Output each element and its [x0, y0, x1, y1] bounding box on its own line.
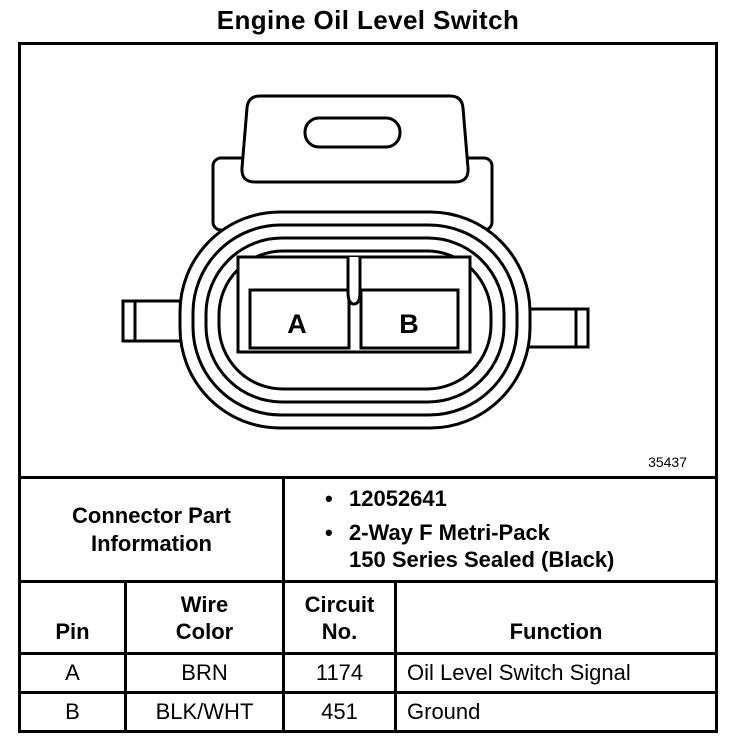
pin-a-box: [248, 288, 351, 350]
header-wire-color: Wire Color: [127, 583, 285, 652]
connector-part-info-row: Connector Part Information • 12052641 • …: [21, 479, 715, 583]
connector-diagram: A B: [121, 94, 590, 430]
cell-wire-color: BLK/WHT: [127, 694, 285, 730]
bullet-icon: •: [325, 520, 333, 546]
pin-a-label: A: [287, 309, 307, 339]
header-pin: Pin: [21, 583, 127, 652]
lock-tab-slot: [303, 116, 402, 149]
cell-wire-color: BRN: [127, 655, 285, 691]
header-circuit-no: Circuit No.: [285, 583, 397, 652]
part-number-text: 12052641: [349, 485, 447, 511]
page-title: Engine Oil Level Switch: [216, 5, 520, 35]
cell-circuit-no: 1174: [285, 655, 397, 691]
pin-b-label: B: [399, 309, 419, 339]
cell-circuit-no: 451: [285, 694, 397, 730]
connector-part-info-label-line2: Information: [91, 530, 212, 556]
connector-type-text: 2-Way F Metri-Pack 150 Series Sealed (Bl…: [349, 520, 615, 572]
pin-table-header-row: Pin Wire Color Circuit No. Function: [21, 583, 715, 655]
pin-b-box: [359, 288, 460, 350]
connector-part-info-label-line1: Connector Part: [72, 503, 231, 528]
bullet-icon: •: [325, 485, 333, 511]
header-function: Function: [509, 618, 603, 644]
right-mount-tab: [524, 307, 590, 349]
figure-number: 35437: [648, 454, 687, 470]
connector-type-bullet: • 2-Way F Metri-Pack 150 Series Sealed (…: [325, 520, 715, 573]
connector-info-panel: A B 35437 Connector Part Information • 1…: [18, 42, 718, 733]
connector-part-info-label: Connector Part Information: [21, 479, 285, 580]
cell-pin: B: [21, 694, 127, 730]
cell-pin: A: [21, 655, 127, 691]
connector-diagram-cell: A B 35437: [21, 45, 715, 479]
table-row: B BLK/WHT 451 Ground: [21, 694, 715, 730]
left-mount-tab: [121, 299, 187, 343]
cell-function: Ground: [407, 699, 481, 724]
center-keyway: [346, 257, 362, 306]
part-number-bullet: • 12052641: [325, 486, 715, 512]
connector-part-info-values: • 12052641 • 2-Way F Metri-Pack 150 Seri…: [285, 479, 715, 580]
cell-function: Oil Level Switch Signal: [407, 660, 631, 685]
table-row: A BRN 1174 Oil Level Switch Signal: [21, 655, 715, 694]
